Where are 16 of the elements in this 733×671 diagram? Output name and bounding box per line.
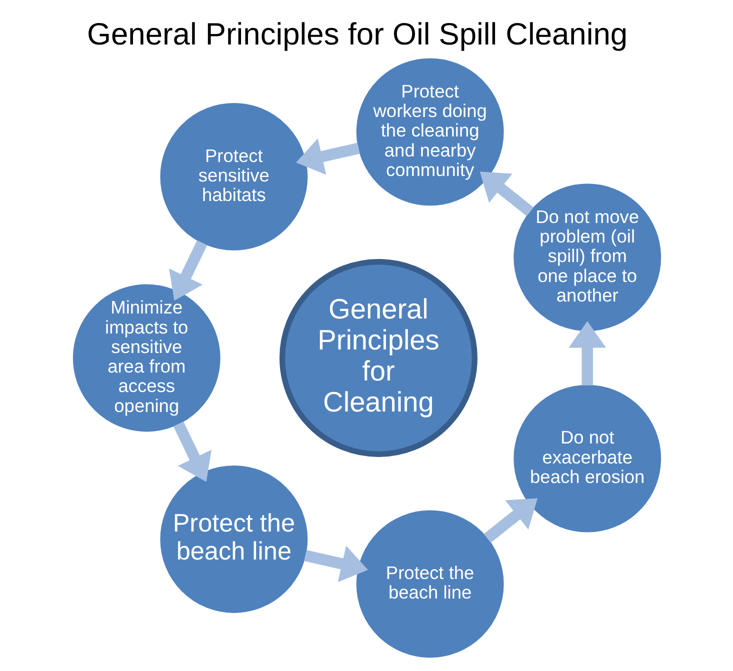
arrow: [568, 321, 606, 386]
arrow: [479, 172, 534, 216]
arrow: [168, 240, 207, 301]
node-circle: Protect the beach line: [160, 466, 308, 613]
node-circle: Do not move problem (oil spill) from one place to another: [513, 184, 661, 332]
arrow: [172, 421, 212, 482]
node-circle: Do not exacerbate beach erosion: [513, 384, 661, 532]
node-circle: Minimize impacts to sensitive area from access opening: [72, 284, 220, 432]
arrow: [304, 546, 368, 582]
arrow: [483, 498, 538, 543]
node-circle: Protect the beach line: [356, 510, 504, 658]
node-circle: Protect workers doing the cleaning and nearby community: [356, 58, 504, 206]
node-circle: General Principles for Cleaning: [278, 258, 477, 457]
node-circle: Protect sensitive habitats: [160, 102, 308, 250]
diagram-title: General Principles for Oil Spill Cleaning: [86, 16, 628, 52]
arrow: [296, 138, 360, 175]
